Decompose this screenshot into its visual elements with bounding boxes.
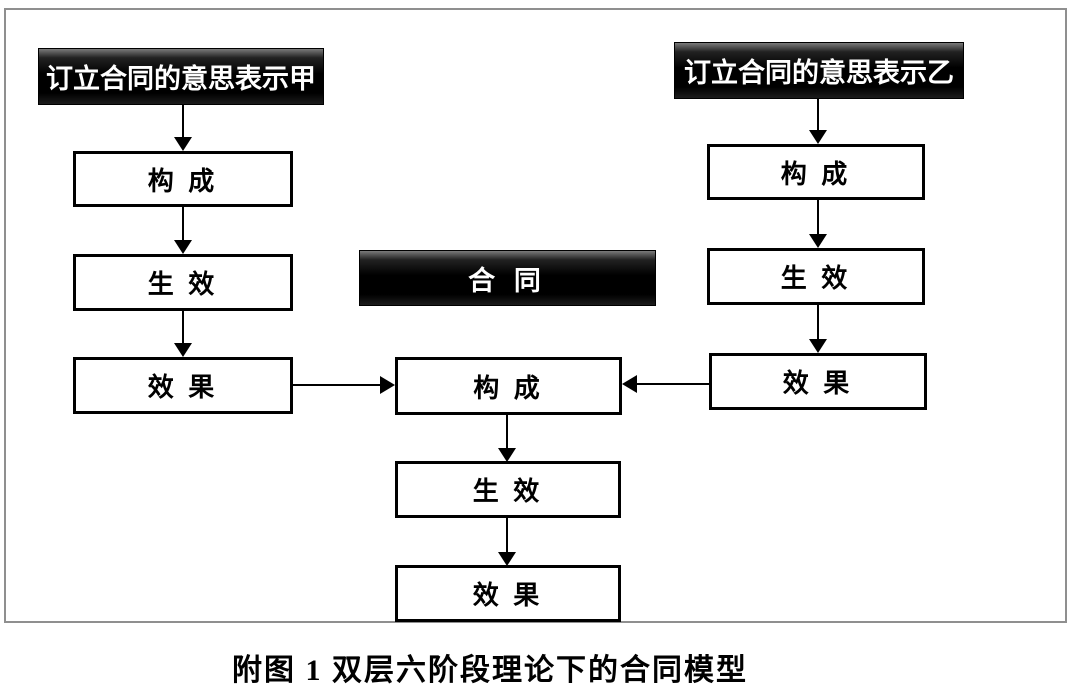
- arrow-a-header-to-constitution-stem: [182, 105, 184, 138]
- node-contract-effect: 效 果: [395, 565, 621, 622]
- node-party-b-effect: 效 果: [709, 353, 927, 410]
- arrow-b-constitution-to-effectiveness-head: [809, 234, 827, 248]
- node-party-b-constitution: 构 成: [707, 144, 925, 200]
- arrow-a-effect-to-contract-stem: [293, 384, 381, 386]
- arrow-b-constitution-to-effectiveness-stem: [817, 200, 819, 235]
- node-party-b-effectiveness: 生 效: [707, 248, 925, 305]
- node-party-a-constitution: 构 成: [73, 151, 293, 207]
- figure-caption: 附图 1 双层六阶段理论下的合同模型: [232, 654, 748, 687]
- arrow-contract-constitution-to-effectiveness-stem: [506, 415, 508, 449]
- arrow-b-effect-to-contract-stem: [637, 383, 709, 385]
- arrow-a-constitution-to-effectiveness-head: [174, 240, 192, 254]
- arrow-contract-effectiveness-to-effect-head: [498, 552, 516, 566]
- node-party-a-effect: 效 果: [73, 357, 293, 414]
- arrow-b-header-to-constitution-stem: [817, 99, 819, 131]
- arrow-b-effect-to-contract-head: [622, 375, 637, 393]
- node-party-a-header: 订立合同的意思表示甲: [38, 48, 324, 105]
- arrow-b-effectiveness-to-effect-head: [809, 339, 827, 353]
- node-party-a-effectiveness: 生 效: [73, 254, 293, 311]
- arrow-a-effectiveness-to-effect-head: [174, 343, 192, 357]
- node-party-b-header: 订立合同的意思表示乙: [674, 42, 964, 99]
- arrow-a-header-to-constitution-head: [174, 137, 192, 151]
- arrow-contract-constitution-to-effectiveness-head: [498, 448, 516, 462]
- arrow-a-effectiveness-to-effect-stem: [182, 311, 184, 344]
- arrow-a-effect-to-contract-head: [380, 376, 395, 394]
- node-contract-constitution: 构 成: [395, 357, 622, 415]
- node-contract-effectiveness: 生 效: [395, 461, 621, 518]
- arrow-contract-effectiveness-to-effect-stem: [506, 518, 508, 553]
- figure-frame: 订立合同的意思表示甲 构 成 生 效 效 果 订立合同的意思表示乙 构 成 生 …: [4, 8, 1067, 623]
- arrow-b-header-to-constitution-head: [809, 130, 827, 144]
- node-contract-header: 合 同: [359, 250, 656, 306]
- arrow-b-effectiveness-to-effect-stem: [817, 305, 819, 340]
- arrow-a-constitution-to-effectiveness-stem: [182, 207, 184, 241]
